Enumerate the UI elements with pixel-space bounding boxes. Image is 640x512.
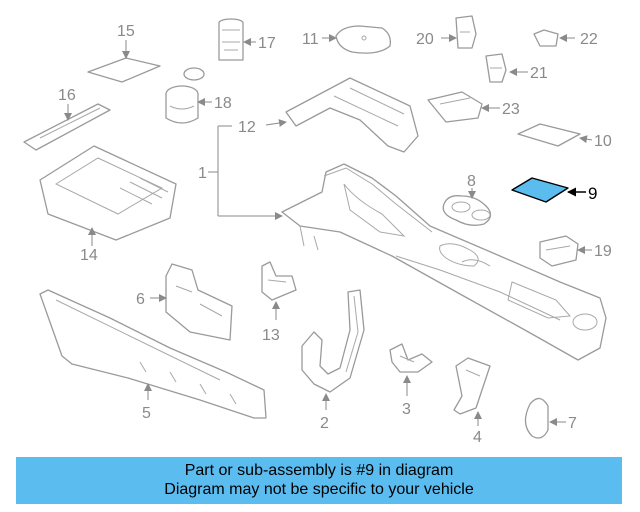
part-16-trim-strip: 16 bbox=[23, 87, 111, 151]
part-2-trim-bracket: 2 bbox=[301, 289, 365, 432]
part-9-mat-highlighted: 9 bbox=[511, 177, 597, 203]
part-18-cupholder: 18 bbox=[165, 67, 232, 124]
part-8-cup-mat: 8 bbox=[442, 173, 492, 226]
part-13-clip: 13 bbox=[261, 261, 297, 344]
callout-1: 1 bbox=[198, 165, 207, 182]
callout-5: 5 bbox=[142, 405, 151, 422]
part-3-bracket: 3 bbox=[389, 343, 433, 418]
part-15-mat: 15 bbox=[87, 23, 161, 83]
callout-13: 13 bbox=[262, 327, 280, 344]
part-23-bracket: 23 bbox=[427, 91, 520, 123]
callout-12: 12 bbox=[238, 119, 256, 136]
part-5-side-panel: 5 bbox=[39, 289, 267, 422]
callout-4: 4 bbox=[473, 429, 482, 446]
part-12-upper-trim: 12 bbox=[238, 77, 419, 153]
callout-1-bracket: 1 bbox=[198, 125, 283, 220]
callout-9: 9 bbox=[588, 184, 597, 203]
callout-11: 11 bbox=[302, 31, 319, 48]
callout-7: 7 bbox=[568, 415, 577, 432]
part-6-side-bracket: 6 bbox=[136, 263, 233, 341]
callout-23: 23 bbox=[502, 101, 520, 118]
part-17-socket: 17 bbox=[218, 18, 276, 61]
part-7-cap: 7 bbox=[524, 397, 577, 439]
callout-17: 17 bbox=[258, 35, 276, 52]
callout-18: 18 bbox=[214, 95, 232, 112]
callout-20: 20 bbox=[416, 31, 434, 48]
banner-line-2: Diagram may not be specific to your vehi… bbox=[164, 481, 474, 498]
callout-10: 10 bbox=[594, 133, 612, 150]
callout-15: 15 bbox=[117, 23, 135, 40]
callout-22: 22 bbox=[580, 31, 598, 48]
callout-6: 6 bbox=[136, 291, 145, 308]
callout-14: 14 bbox=[80, 247, 98, 264]
parts-diagram: 15 17 11 20 22 21 16 bbox=[23, 15, 612, 446]
info-banner: Part or sub-assembly is #9 in diagram Di… bbox=[16, 457, 622, 504]
part-21-switch: 21 bbox=[485, 53, 548, 83]
callout-21: 21 bbox=[530, 65, 548, 82]
part-14-storage-bin: 14 bbox=[39, 145, 177, 264]
part-11-pad: 11 bbox=[302, 25, 391, 54]
callout-3: 3 bbox=[402, 401, 411, 418]
part-1-console-assembly bbox=[281, 163, 607, 361]
banner-line-1: Part or sub-assembly is #9 in diagram bbox=[184, 462, 454, 479]
callout-8: 8 bbox=[467, 173, 476, 190]
callout-19: 19 bbox=[594, 243, 612, 260]
part-4-panel: 4 bbox=[453, 357, 491, 446]
part-10-mat: 10 bbox=[517, 123, 612, 150]
part-19-switch: 19 bbox=[539, 235, 612, 267]
callout-16: 16 bbox=[58, 87, 76, 104]
part-20-switch: 20 bbox=[416, 15, 477, 49]
part-22-clip: 22 bbox=[533, 29, 598, 48]
callout-2: 2 bbox=[320, 415, 329, 432]
